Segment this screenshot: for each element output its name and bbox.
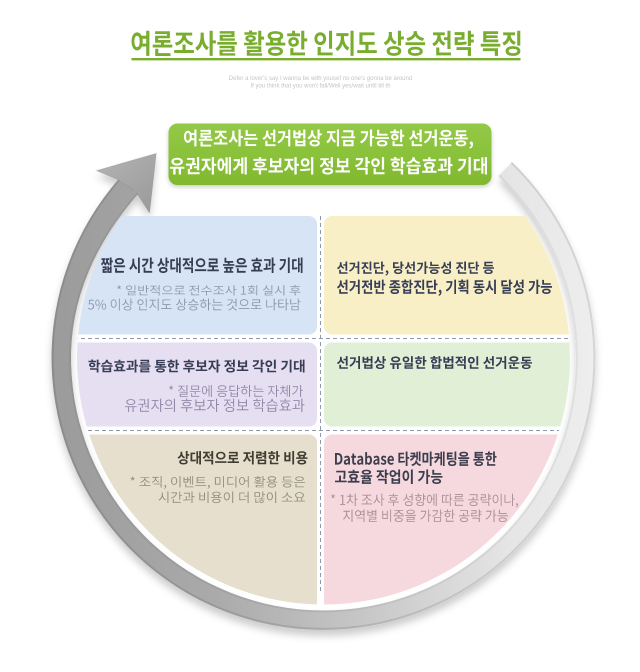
svg-text:If you think that you won't fa: If you think that you won't fall/Well ye… — [250, 84, 390, 90]
svg-text:Defer a lover's say I wanna be: Defer a lover's say I wanna be with yous… — [229, 76, 412, 82]
